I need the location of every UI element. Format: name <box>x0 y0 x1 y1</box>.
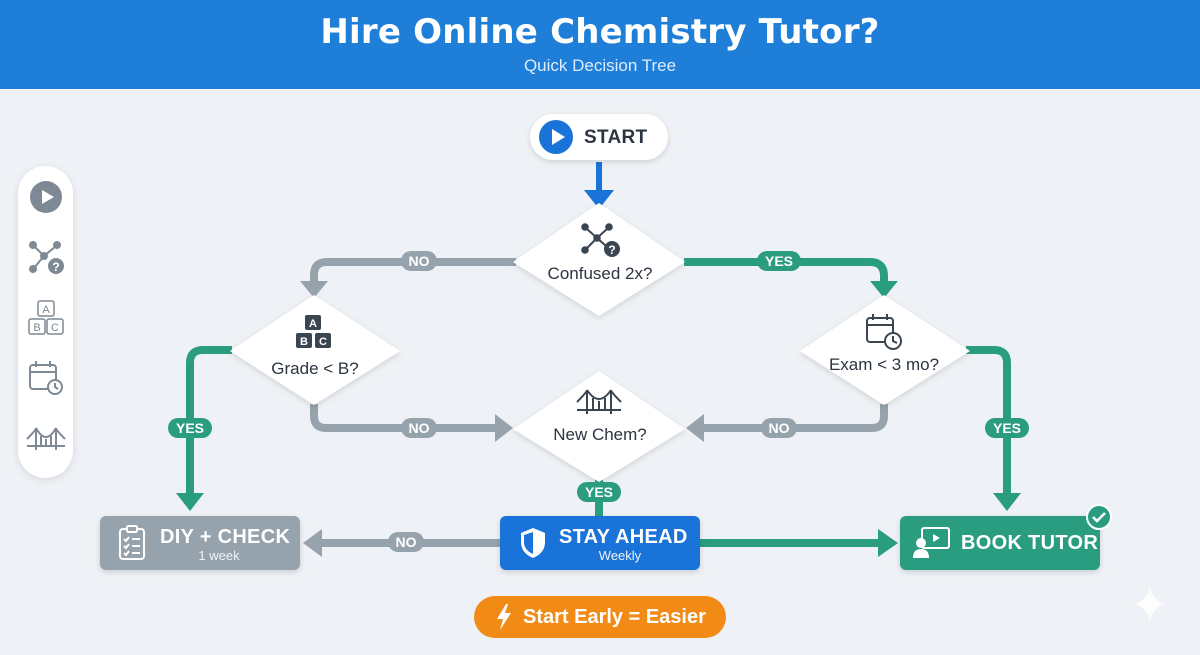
calendar-clock-icon <box>28 361 63 395</box>
edge-grade-no <box>310 404 513 442</box>
check-badge-icon <box>1086 504 1112 530</box>
badge-confused-no: NO <box>401 251 437 271</box>
badge-confused-yes: YES <box>757 251 801 271</box>
decision-exam <box>800 295 970 405</box>
sidebar-item-newchem[interactable] <box>18 422 73 454</box>
book-title: BOOK TUTOR <box>961 532 1099 554</box>
molecule-question-icon: ? <box>581 223 620 257</box>
abc-blocks-icon: A B C <box>296 315 331 348</box>
svg-text:?: ? <box>52 260 59 274</box>
start-node[interactable]: START <box>530 114 668 160</box>
decision-newchem <box>513 371 685 482</box>
play-icon <box>29 181 62 213</box>
play-icon <box>539 120 573 154</box>
edge-exam-no <box>686 404 888 442</box>
stay-title: STAY AHEAD <box>559 526 688 548</box>
badge-exam-yes: YES <box>985 418 1029 438</box>
svg-text:A: A <box>309 318 317 330</box>
header-banner: Hire Online Chemistry Tutor? Quick Decis… <box>0 0 1200 89</box>
molecule-question-icon: ? <box>28 241 64 274</box>
bridge-icon <box>576 389 622 414</box>
lightning-icon <box>497 604 511 630</box>
abc-blocks-icon: A B C <box>27 300 64 335</box>
start-label: START <box>584 127 648 148</box>
svg-text:B: B <box>300 336 308 348</box>
decision-confused-label: Confused 2x? <box>547 264 653 283</box>
sidebar-item-grade[interactable]: A B C <box>18 300 73 336</box>
edge-grade-yes <box>176 346 232 511</box>
svg-text:?: ? <box>608 243 615 257</box>
outcome-diy-check[interactable]: DIY + CHECK 1 week <box>100 516 300 570</box>
badge-newchem-yes: YES <box>577 482 621 502</box>
decision-grade <box>230 295 400 405</box>
edge-confused-no <box>300 258 516 298</box>
badge-stay-no: NO <box>388 532 424 552</box>
diy-title: DIY + CHECK <box>160 526 291 548</box>
tip-banner: Start Early = Easier <box>474 596 726 638</box>
sidebar-icon-legend: ? A B C <box>18 166 73 478</box>
tip-text: Start Early = Easier <box>523 606 706 628</box>
sidebar-item-exam[interactable] <box>18 360 73 396</box>
decision-grade-label: Grade < B? <box>271 359 359 378</box>
online-tutor-icon <box>913 527 950 558</box>
edge-stay-to-book <box>700 529 898 557</box>
sparkle-icon <box>1134 587 1166 621</box>
badge-grade-yes: YES <box>168 418 212 438</box>
svg-text:C: C <box>319 336 327 348</box>
page-subtitle: Quick Decision Tree <box>523 56 677 75</box>
decision-newchem-label: New Chem? <box>553 425 647 444</box>
badge-exam-no: NO <box>761 418 797 438</box>
checklist-icon <box>119 525 145 560</box>
badge-grade-no: NO <box>401 418 437 438</box>
edge-exam-yes <box>966 346 1021 511</box>
outcome-stay-ahead[interactable]: STAY AHEAD Weekly <box>500 516 700 570</box>
bridge-icon <box>25 427 66 450</box>
diy-subtitle: 1 week <box>198 548 240 563</box>
edge-start-to-confused <box>584 162 614 209</box>
svg-text:C: C <box>51 322 59 334</box>
stay-subtitle: Weekly <box>598 548 642 563</box>
sidebar-item-start[interactable] <box>18 180 73 214</box>
sidebar-item-confused[interactable]: ? <box>18 238 73 276</box>
svg-text:B: B <box>33 322 40 334</box>
decision-exam-label: Exam < 3 mo? <box>828 355 940 374</box>
page-title: Hire Online Chemistry Tutor? <box>320 12 880 52</box>
outcome-book-tutor[interactable]: BOOK TUTOR <box>900 504 1112 570</box>
calendar-clock-icon <box>866 314 902 350</box>
edge-confused-yes <box>684 258 898 298</box>
shield-check-icon <box>521 528 545 558</box>
decision-confused <box>513 203 685 316</box>
svg-text:A: A <box>42 304 50 316</box>
